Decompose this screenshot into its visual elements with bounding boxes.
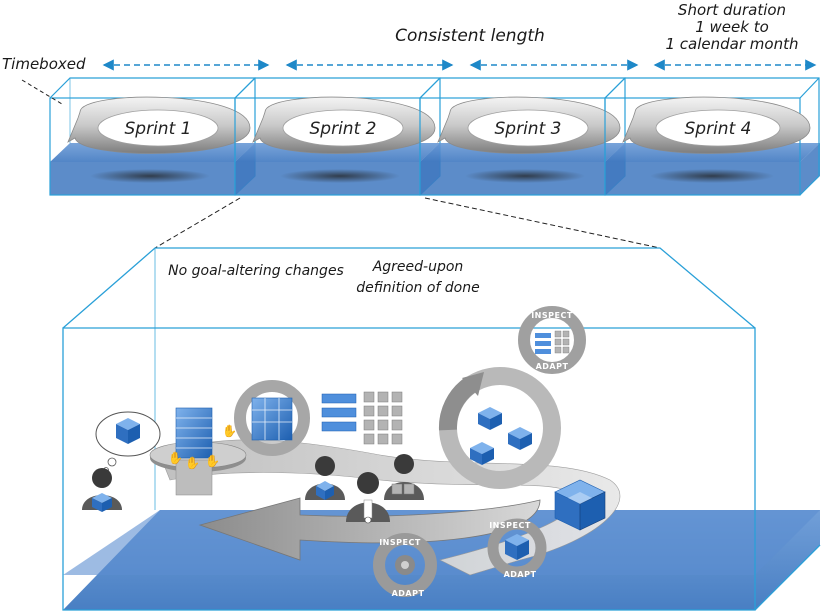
inspect-label-review: INSPECT <box>489 521 531 530</box>
sprint-label-2: Sprint 2 <box>310 119 377 139</box>
planning-table: ✋ ✋ ✋ ✋ <box>149 407 247 496</box>
sprint-backlog-cube <box>251 397 293 441</box>
team-member-1 <box>305 456 345 500</box>
product-backlog-stack <box>175 407 213 459</box>
no-goal-altering-label: No goal-altering changes <box>168 263 344 279</box>
short-duration-line-1: Short duration <box>678 1 786 19</box>
sprint-ring-4 <box>622 96 811 154</box>
agreed-upon-line-2: definition of done <box>356 280 479 296</box>
agreed-upon-line-1: Agreed-upon <box>372 259 464 275</box>
adapt-label-retro: ADAPT <box>392 589 425 598</box>
timeboxed-label: Timeboxed <box>2 55 86 73</box>
adapt-label-review: ADAPT <box>504 570 537 579</box>
adapt-label-top: ADAPT <box>536 362 569 371</box>
sprint-box-3: Sprint 3 <box>419 77 626 196</box>
sprint-box-1: Sprint 1 <box>49 77 256 196</box>
development-team <box>305 454 424 524</box>
sprint-box-4: Sprint 4 <box>604 77 820 196</box>
task-grid <box>321 391 403 445</box>
short-duration-line-3: 1 calendar month <box>666 35 799 53</box>
inspect-adapt-ring-top: INSPECT ADAPT <box>518 306 586 374</box>
zoom-line-left <box>154 197 241 249</box>
team-collab-icons <box>470 407 532 465</box>
sprint-backlog-ring <box>234 380 310 456</box>
sprint-label-1: Sprint 1 <box>125 119 192 139</box>
zoom-line-right <box>424 197 661 249</box>
idea-cube-icon <box>116 418 140 444</box>
inspect-adapt-ring-retro: INSPECT ADAPT <box>373 533 437 598</box>
hand-icon-2: ✋ <box>185 456 200 470</box>
short-duration-line-2: 1 week to <box>695 18 769 36</box>
sprint-ring-1 <box>67 96 251 154</box>
sprint-box-2: Sprint 2 <box>234 77 441 196</box>
sprint-ring-2 <box>252 96 436 154</box>
team-member-2 <box>346 472 390 524</box>
agreed-upon-label: Agreed-upon definition of done <box>356 259 479 296</box>
timeboxed-pointer <box>21 79 63 105</box>
inspect-label-top: INSPECT <box>531 311 573 320</box>
inspect-adapt-ring-review: INSPECT ADAPT <box>487 518 547 579</box>
short-duration-label: Short duration 1 week to 1 calendar mont… <box>666 1 799 53</box>
sprint-label-4: Sprint 4 <box>685 119 752 139</box>
product-owner-figure <box>82 411 161 512</box>
consistent-length-label: Consistent length <box>395 26 545 46</box>
hand-icon-4: ✋ <box>222 424 237 438</box>
daily-scrum-ring <box>438 367 561 489</box>
hand-icon-3: ✋ <box>205 454 220 468</box>
hand-icon-1: ✋ <box>168 451 183 465</box>
sprint-ring-3 <box>437 96 621 154</box>
sprint-row: Sprint 1 Sprint 2 <box>49 77 820 196</box>
inspect-label-retro: INSPECT <box>379 538 421 547</box>
team-member-3 <box>384 454 424 500</box>
increment-cube-icon <box>554 479 606 531</box>
sprint-label-3: Sprint 3 <box>495 119 562 139</box>
